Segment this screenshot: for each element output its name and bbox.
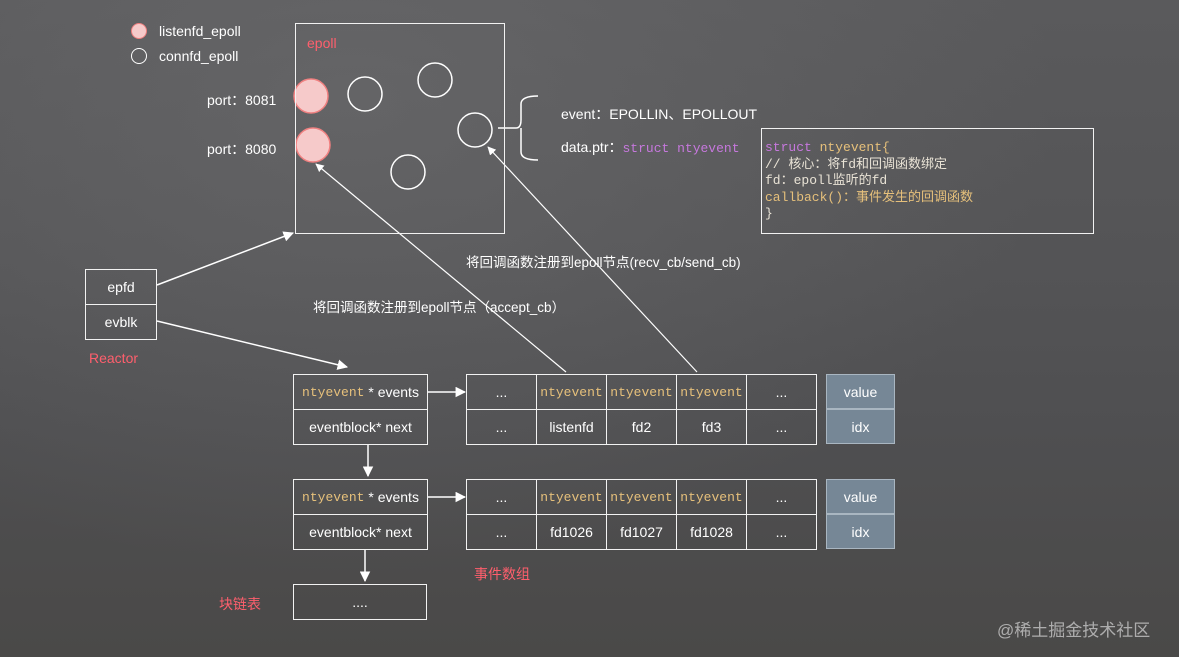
block1-cell: ntyevent (606, 374, 677, 410)
connfd-node (347, 76, 383, 112)
struct-code-box (761, 128, 1094, 234)
block2-cell: ... (746, 479, 817, 515)
block2-events-field: ntyevent * events (293, 479, 428, 515)
block1-cell: listenfd (536, 409, 607, 445)
block1-idx-legend: idx (826, 409, 895, 444)
connfd-node (417, 62, 453, 98)
legend-connfd-swatch (131, 48, 147, 64)
register-arrow-listenfd (315, 163, 567, 373)
legend-listenfd-swatch (131, 23, 147, 39)
block1-next-field: eventblock* next (293, 409, 428, 445)
block1-cell: ntyevent (536, 374, 607, 410)
evblk-arrow (156, 320, 349, 370)
legend-connfd-label: connfd_epoll (159, 48, 239, 64)
struct-line-4: callback()：事件发生的回调函数 (765, 189, 974, 205)
epoll-box (295, 23, 505, 234)
block1-cell: ... (746, 374, 817, 410)
watermark: @稀土掘金技术社区 (997, 621, 1151, 640)
block1-value-legend: value (826, 374, 895, 409)
block2-cell: fd1028 (676, 514, 747, 550)
block2-cell: fd1027 (606, 514, 677, 550)
block1-cell: ... (746, 409, 817, 445)
struct-name: ntyevent{ (811, 140, 890, 155)
block2-cell: ntyevent (676, 479, 747, 515)
block2-cell: ... (466, 479, 537, 515)
register-accept-annotation: 将回调函数注册到epoll节点（accept_cb） (313, 300, 566, 315)
epoll-title: epoll (307, 35, 337, 51)
block2-value-legend: value (826, 479, 895, 514)
block1-cell: ... (466, 409, 537, 445)
block2-cell: ntyevent (606, 479, 677, 515)
struct-line-2: // 核心：将fd和回调函数绑定 (765, 156, 948, 172)
block2-events-rest: * events (364, 489, 419, 505)
struct-keyword: struct (765, 140, 812, 155)
block2-cell: ntyevent (536, 479, 607, 515)
reactor-label: Reactor (89, 350, 139, 366)
reactor-epfd: epfd (85, 269, 157, 305)
block1-cell: fd2 (606, 409, 677, 445)
connfd-node (457, 112, 493, 148)
tail-block: .... (293, 584, 427, 620)
brace (498, 95, 539, 161)
event-line: event：EPOLLIN、EPOLLOUT (561, 106, 758, 122)
data-ptr-line: data.ptr：struct ntyevent (561, 137, 740, 157)
block2-next-field: eventblock* next (293, 514, 428, 550)
register-recv-annotation: 将回调函数注册到epoll节点(recv_cb/send_cb) (466, 255, 741, 270)
struct-line-1: struct ntyevent{ (765, 140, 890, 157)
block2-cell: ... (466, 514, 537, 550)
block2-cell: ... (746, 514, 817, 550)
connfd-node (390, 154, 426, 190)
port-8081-label: port：8081 (207, 92, 277, 108)
register-arrow-connfd (487, 146, 698, 373)
legend-listenfd-label: listenfd_epoll (159, 23, 241, 39)
port-8080-label: port：8080 (207, 141, 277, 157)
block-list-label: 块链表 (219, 596, 261, 612)
block2-events-type: ntyevent (302, 489, 365, 505)
block1-cell: ... (466, 374, 537, 410)
block2-cell: fd1026 (536, 514, 607, 550)
block1-events-type: ntyevent (302, 384, 365, 400)
epfd-arrow (156, 231, 294, 286)
block1-cell: fd3 (676, 409, 747, 445)
data-ptr-prefix: data.ptr： (561, 139, 623, 155)
block1-cell: ntyevent (676, 374, 747, 410)
block1-events-rest: * events (364, 384, 419, 400)
event-array-label: 事件数组 (474, 566, 530, 582)
reactor-evblk: evblk (85, 304, 157, 340)
block2-idx-legend: idx (826, 514, 895, 549)
listenfd-node (295, 127, 331, 163)
listenfd-node (293, 78, 329, 114)
struct-line-5: } (765, 206, 773, 221)
data-ptr-struct: struct ntyevent (622, 141, 740, 156)
block1-events-field: ntyevent * events (293, 374, 428, 410)
struct-line-3: fd：epoll监听的fd (765, 173, 888, 188)
